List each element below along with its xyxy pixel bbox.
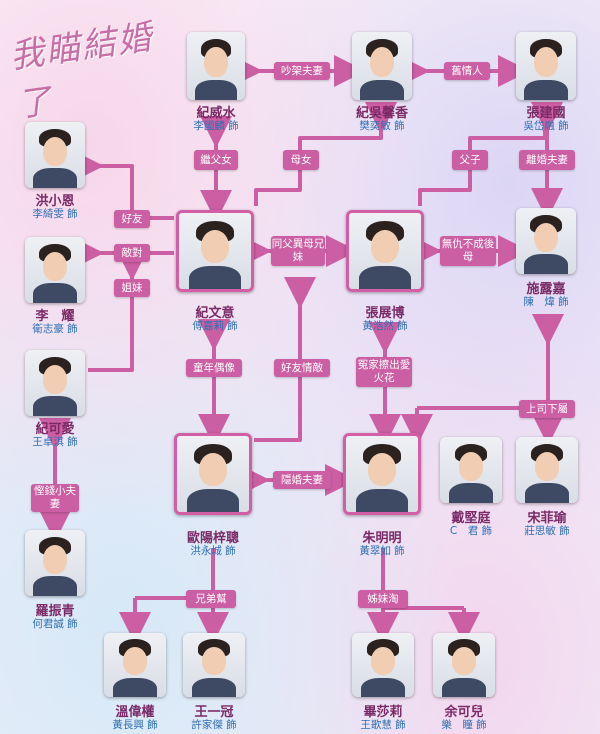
rel-no-grudge-stepmother: 無仇不成後母 (440, 236, 496, 266)
wire-friends (72, 150, 174, 220)
actor-bi-shali: 王歌慧 飾 (360, 719, 406, 731)
name-ji-keai: 紀可愛 (35, 422, 75, 437)
actor-ji-weishui: 李國麟 飾 (193, 120, 239, 132)
portrait-yu-keer (433, 633, 495, 697)
person-li-yao: 李 耀 衛志豪 飾 (25, 237, 85, 335)
portrait-luo-zhenqing (25, 530, 85, 596)
name-ji-wu-xinxiang: 紀吳馨香 (355, 106, 408, 121)
person-ouyang-zicong: 歐陽梓聰 洪永城 飾 (174, 433, 252, 557)
wire-rivalsfriend (254, 277, 316, 442)
portrait-wen-weiquan (104, 633, 166, 697)
portrait-dai-jianting (440, 437, 502, 503)
name-zhang-jianguo: 張建國 (526, 106, 566, 121)
portrait-bi-shali (352, 633, 414, 697)
person-wen-weiquan: 溫偉權 黃長興 飾 (104, 633, 166, 731)
name-dai-jianting: 戴堅庭 (451, 511, 491, 526)
person-zhu-mingming: 朱明明 黃翠如 飾 (343, 433, 421, 557)
actor-ji-wenyi: 傅嘉莉 飾 (192, 320, 238, 332)
actor-shi-lujia: 陳 煒 飾 (523, 296, 569, 308)
name-wang-yiguan: 王一冠 (194, 705, 234, 720)
actor-luo-zhenqing: 何君誠 飾 (32, 618, 78, 630)
name-yu-keer: 余可兒 (444, 705, 484, 720)
portrait-ji-wu-xinxiang (352, 32, 412, 100)
actor-zhang-jianguo: 吳岱融 飾 (523, 120, 569, 132)
rel-friends-rivals: 好友情敵 (274, 359, 330, 377)
portrait-li-yao (25, 237, 85, 303)
portrait-ji-weishui (187, 32, 245, 100)
person-ji-wenyi: 紀文意 傅嘉莉 飾 (176, 210, 254, 332)
actor-yu-keer: 樂 瞳 飾 (441, 719, 487, 731)
rel-quarrel-couple: 吵架夫妻 (274, 62, 330, 80)
person-ji-weishui: 紀威水 李國麟 飾 (187, 32, 245, 132)
rel-father-son: 父子 (452, 150, 488, 170)
rel-childhood-idol: 童年偶像 (186, 359, 242, 377)
rel-hidden-marriage: 隱婚夫妻 (273, 471, 331, 489)
name-ji-wenyi: 紀文意 (195, 306, 235, 321)
name-shi-lujia: 施露嘉 (526, 282, 566, 297)
name-li-yao: 李 耀 (35, 309, 75, 324)
rel-divorced-couple: 離婚夫妻 (519, 150, 575, 170)
person-hong-xiaoen: 洪小恩 李綺雯 飾 (25, 122, 85, 220)
name-song-feiyu: 宋菲瑜 (527, 511, 567, 526)
actor-zhu-mingming: 黃翠如 飾 (359, 545, 405, 557)
portrait-zhang-jianguo (516, 32, 576, 100)
person-yu-keer: 余可兒 樂 瞳 飾 (433, 633, 495, 731)
actor-ji-keai: 王卓淇 飾 (32, 436, 78, 448)
person-ji-wu-xinxiang: 紀吳馨香 樊奕敏 飾 (352, 32, 412, 132)
name-bi-shali: 畢莎莉 (363, 705, 403, 720)
portrait-ouyang-zicong (174, 433, 252, 515)
person-bi-shali: 畢莎莉 王歌慧 飾 (352, 633, 414, 731)
portrait-zhu-mingming (343, 433, 421, 515)
actor-zhang-zhanbo: 黃浩然 飾 (362, 320, 408, 332)
name-ouyang-zicong: 歐陽梓聰 (186, 531, 239, 546)
wire-sisters (88, 249, 148, 372)
person-song-feiyu: 宋菲瑜 莊思敏 飾 (516, 437, 578, 537)
actor-hong-xiaoen: 李綺雯 飾 (32, 208, 78, 220)
portrait-song-feiyu (516, 437, 578, 503)
portrait-ji-keai (25, 350, 85, 416)
actor-song-feiyu: 莊思敏 飾 (524, 525, 570, 537)
person-zhang-jianguo: 張建國 吳岱融 飾 (516, 32, 576, 132)
actor-ouyang-zicong: 洪永城 飾 (190, 545, 236, 557)
portrait-ji-wenyi (176, 210, 254, 292)
person-luo-zhenqing: 羅振青 何君誠 飾 (25, 530, 85, 630)
name-zhang-zhanbo: 張展博 (365, 306, 405, 321)
rel-stingy-couple: 慳錢小夫妻 (31, 484, 79, 512)
rel-friends: 好友 (114, 210, 150, 228)
name-ji-weishui: 紀威水 (196, 106, 236, 121)
actor-ji-wu-xinxiang: 樊奕敏 飾 (359, 120, 405, 132)
rel-sisters: 姐妹 (114, 279, 150, 297)
rel-rivals: 敵對 (114, 244, 150, 262)
portrait-zhang-zhanbo (346, 210, 424, 292)
portrait-shi-lujia (516, 208, 576, 274)
name-luo-zhenqing: 羅振青 (35, 604, 75, 619)
actor-wang-yiguan: 許家傑 飾 (191, 719, 237, 731)
rel-half-siblings: 同父異母兄妹 (271, 236, 325, 266)
person-wang-yiguan: 王一冠 許家傑 飾 (183, 633, 245, 731)
name-wen-weiquan: 溫偉權 (115, 705, 155, 720)
rel-enemies-spark: 冤家擦出愛火花 (356, 357, 412, 387)
rel-sisters-gang: 姊妹淘 (358, 590, 408, 608)
rel-old-lover: 舊情人 (444, 62, 490, 80)
actor-li-yao: 衛志豪 飾 (32, 323, 78, 335)
rel-mother-daughter: 母女 (283, 150, 319, 170)
name-hong-xiaoen: 洪小恩 (35, 194, 75, 209)
person-dai-jianting: 戴堅庭 C 君 飾 (440, 437, 502, 537)
portrait-hong-xiaoen (25, 122, 85, 188)
actor-wen-weiquan: 黃長興 飾 (112, 719, 158, 731)
rel-stepfather-daughter: 繼父女 (194, 150, 238, 170)
name-zhu-mingming: 朱明明 (362, 531, 402, 546)
portrait-wang-yiguan (183, 633, 245, 697)
person-shi-lujia: 施露嘉 陳 煒 飾 (516, 208, 576, 308)
actor-dai-jianting: C 君 飾 (449, 525, 493, 537)
rel-brothers: 兄弟幫 (186, 590, 236, 608)
person-ji-keai: 紀可愛 王卓淇 飾 (25, 350, 85, 448)
person-zhang-zhanbo: 張展博 黃浩然 飾 (346, 210, 424, 332)
rel-boss-subordinate: 上司下屬 (519, 400, 575, 418)
